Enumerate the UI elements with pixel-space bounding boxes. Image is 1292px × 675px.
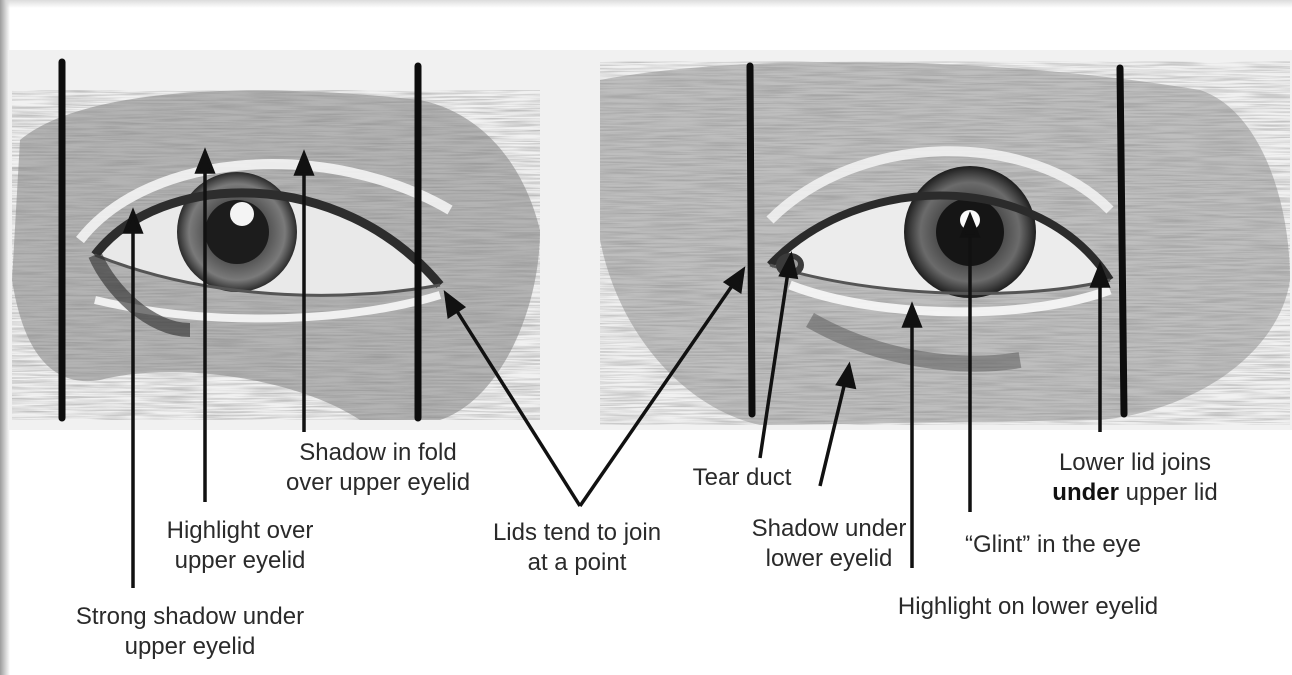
label-highlight-over-line2: upper eyelid — [130, 546, 350, 576]
label-strong-shadow-line2: upper eyelid — [40, 632, 340, 662]
label-shadow-fold-line1: Shadow in fold — [248, 438, 508, 468]
left-eye-sketch — [12, 90, 540, 420]
label-shadow-in-fold: Shadow in fold over upper eyelid — [248, 438, 508, 498]
label-highlight-over-upper-eyelid: Highlight over upper eyelid — [130, 516, 350, 576]
label-shadow-under-line1: Shadow under — [744, 514, 914, 544]
label-highlight-over-line1: Highlight over — [130, 516, 350, 546]
label-highlight-lower-line1: Highlight on lower eyelid — [858, 592, 1198, 622]
label-glint-line1: “Glint” in the eye — [938, 530, 1168, 560]
label-strong-shadow: Strong shadow under upper eyelid — [40, 602, 340, 662]
label-lower-joins-rest: upper lid — [1119, 479, 1218, 506]
label-lower-joins-line2: under upper lid — [1020, 478, 1250, 508]
right-eye-sketch — [600, 62, 1290, 425]
label-tear-duct: Tear duct — [672, 463, 812, 493]
label-strong-shadow-line1: Strong shadow under — [40, 602, 340, 632]
label-glint: “Glint” in the eye — [938, 530, 1168, 560]
label-lower-joins-bold: under — [1052, 479, 1119, 506]
label-lower-joins-line1: Lower lid joins — [1020, 448, 1250, 478]
label-lower-lid-joins: Lower lid joins under upper lid — [1020, 448, 1250, 508]
label-shadow-fold-line2: over upper eyelid — [248, 468, 508, 498]
label-highlight-on-lower-eyelid: Highlight on lower eyelid — [858, 592, 1198, 622]
label-lids-join-line1: Lids tend to join — [462, 518, 692, 548]
label-lids-join-line2: at a point — [462, 548, 692, 578]
label-lids-join: Lids tend to join at a point — [462, 518, 692, 578]
label-tear-duct-line1: Tear duct — [672, 463, 812, 493]
label-shadow-under-line2: lower eyelid — [744, 544, 914, 574]
label-shadow-under-lower-eyelid: Shadow under lower eyelid — [744, 514, 914, 574]
